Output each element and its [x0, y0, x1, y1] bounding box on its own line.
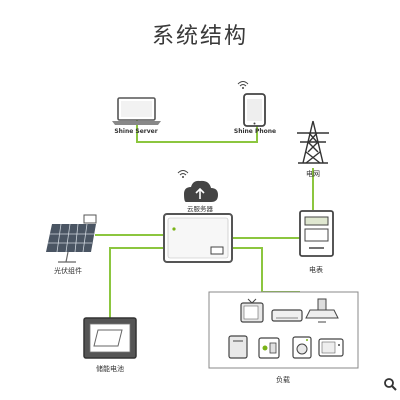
- shine-server-label: Shine Server: [114, 128, 157, 135]
- washing-machine-icon: [292, 336, 312, 359]
- water-heater-icon: [228, 335, 248, 359]
- pv-module-label: 光伏组件: [54, 266, 82, 275]
- laptop-icon: [112, 97, 161, 125]
- transmission-tower-icon: [297, 120, 329, 164]
- grid-label: 电网: [306, 169, 320, 178]
- wifi-icon: [177, 170, 189, 178]
- page-title: 系统结构: [151, 24, 248, 49]
- cloud-upload-icon: [184, 180, 218, 202]
- meter-label: 电表: [309, 265, 323, 274]
- solar-panel-icon: [46, 214, 97, 263]
- inverter-load-link: [232, 247, 300, 293]
- load-label: 负载: [276, 375, 290, 384]
- cloud-server-label: 云服务器: [187, 204, 214, 213]
- battery-label: 储能电池: [96, 364, 124, 373]
- air-conditioner-icon: [271, 309, 303, 322]
- server-phone-link: [136, 112, 258, 143]
- inverter-battery-link: [109, 247, 163, 318]
- range-hood-icon: [305, 298, 339, 323]
- zoom-icon[interactable]: [383, 377, 397, 391]
- battery-icon: [83, 317, 137, 359]
- coffee-machine-icon: [258, 337, 280, 359]
- inverter-icon: [163, 213, 233, 263]
- microwave-icon: [318, 338, 344, 357]
- phone-icon: [243, 93, 266, 127]
- electric-meter-icon: [299, 210, 334, 257]
- tv-icon: [240, 298, 264, 323]
- wifi-icon: [237, 81, 249, 89]
- shine-phone-label: Shine Phone: [234, 128, 276, 135]
